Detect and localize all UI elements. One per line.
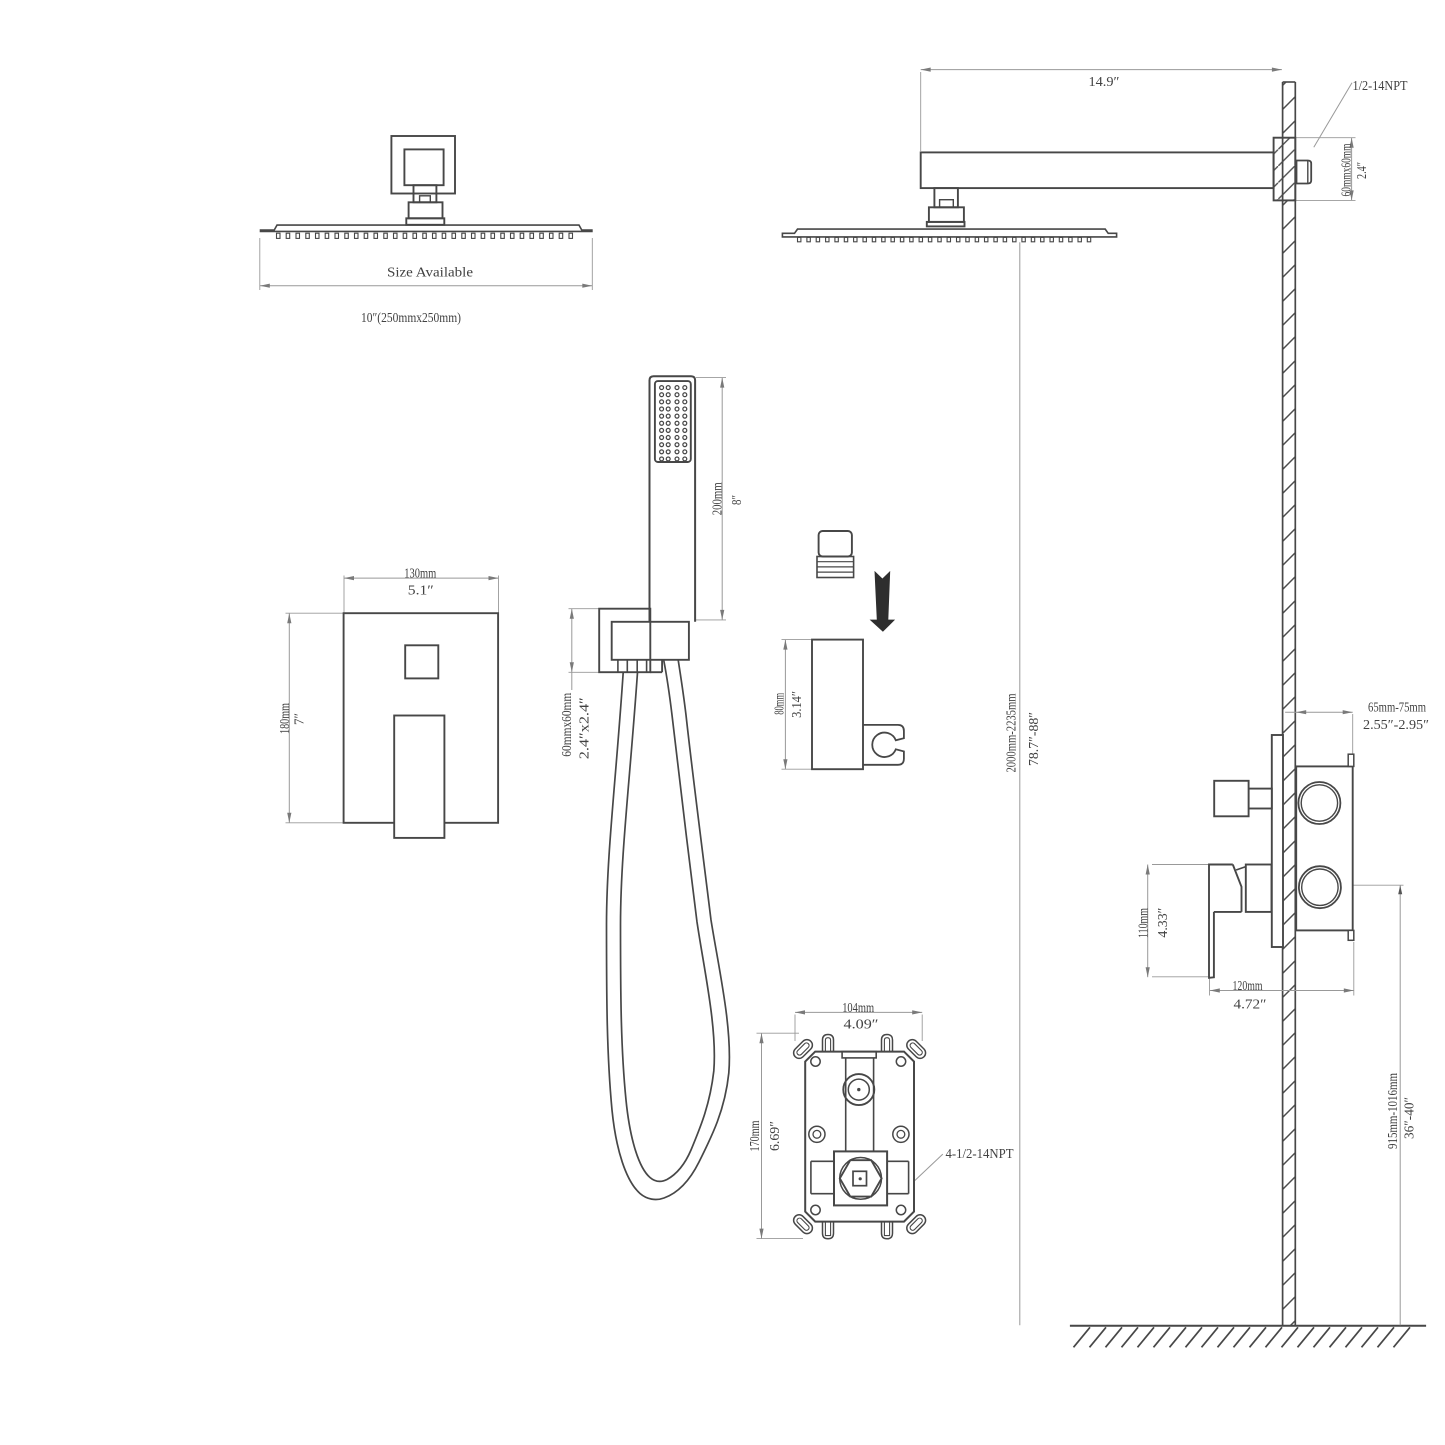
svg-text:4.33″: 4.33″ (1155, 908, 1170, 938)
svg-text:110mm: 110mm (1136, 908, 1151, 938)
svg-text:170mm: 170mm (747, 1120, 762, 1151)
svg-text:5.1″: 5.1″ (408, 583, 434, 598)
svg-text:78.7″-88″: 78.7″-88″ (1026, 712, 1041, 766)
svg-text:36″-40″: 36″-40″ (1402, 1097, 1417, 1139)
svg-text:2.4″x2.4″: 2.4″x2.4″ (577, 697, 592, 759)
svg-text:6.69″: 6.69″ (767, 1121, 782, 1151)
svg-text:104mm: 104mm (842, 1000, 874, 1015)
svg-text:915mm-1016mm: 915mm-1016mm (1385, 1073, 1400, 1149)
svg-text:4.09″: 4.09″ (844, 1016, 879, 1031)
svg-text:2.4″: 2.4″ (1354, 162, 1369, 179)
svg-text:60mmx60mm: 60mmx60mm (1339, 143, 1354, 196)
svg-text:1/2-14NPT: 1/2-14NPT (1353, 78, 1409, 93)
svg-text:60mmx60mm: 60mmx60mm (559, 692, 574, 756)
svg-text:200mm: 200mm (710, 482, 725, 515)
svg-text:2000mm-2235mm: 2000mm-2235mm (1004, 693, 1019, 772)
svg-text:14.9″: 14.9″ (1089, 74, 1120, 89)
svg-text:10″(250mmx250mm): 10″(250mmx250mm) (361, 310, 461, 325)
svg-text:3.14″: 3.14″ (789, 691, 804, 718)
svg-text:Size Available: Size Available (387, 266, 473, 281)
svg-text:2.55″-2.95″: 2.55″-2.95″ (1363, 717, 1429, 732)
svg-text:8″: 8″ (729, 495, 744, 505)
svg-text:180mm: 180mm (277, 703, 292, 734)
svg-text:7″: 7″ (292, 713, 307, 725)
svg-text:4.72″: 4.72″ (1234, 997, 1267, 1012)
svg-text:80mm: 80mm (772, 692, 787, 714)
svg-text:4-1/2-14NPT: 4-1/2-14NPT (946, 1146, 1015, 1161)
svg-text:120mm: 120mm (1233, 978, 1263, 993)
svg-text:65mm-75mm: 65mm-75mm (1368, 700, 1426, 715)
svg-text:130mm: 130mm (404, 566, 436, 581)
